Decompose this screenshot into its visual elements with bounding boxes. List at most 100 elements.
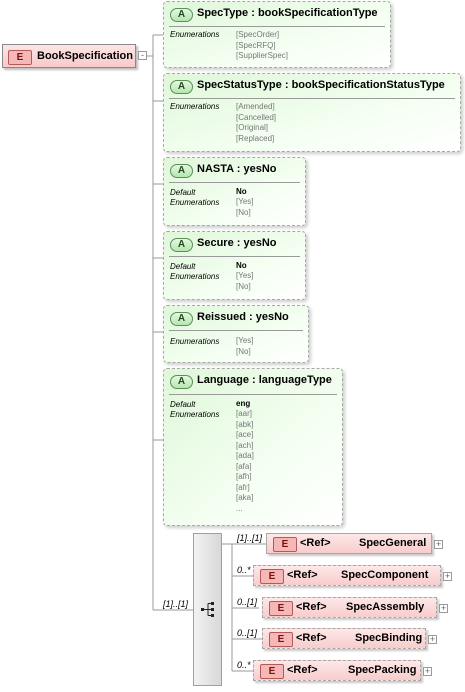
enumerations-label: Enumerations (170, 337, 220, 346)
enum-value: [Yes] (236, 197, 254, 206)
enumeration-list: [aar] [abk] [ace] [ach] [ada] [afa] [afh… (236, 409, 254, 514)
enumeration-list: [Yes] [No] (236, 271, 254, 292)
sequence-icon (201, 602, 214, 617)
element-badge: E (260, 569, 284, 584)
ref-occurrence: [1]..[1] (237, 533, 263, 543)
enum-value: [ach] (236, 440, 254, 450)
enum-value: [SpecRFQ] (236, 40, 276, 50)
default-value: No (236, 261, 247, 270)
attribute-type: yesNo (243, 163, 277, 175)
enum-value: [Original] (236, 123, 269, 132)
attribute-badge: A (170, 238, 193, 252)
enumeration-list: [Yes] [No] (236, 336, 254, 357)
ref-element-specbinding[interactable]: E <Ref> SpecBinding (262, 628, 426, 649)
ref-occurrence: 0..[1] (237, 628, 258, 638)
enum-value: [ace] (236, 430, 254, 439)
enumerations-label: Enumerations (170, 30, 220, 39)
attribute-type: yesNo (255, 311, 289, 323)
attribute-title: Reissued : yesNo (197, 311, 289, 323)
attribute-divider (169, 256, 300, 257)
attribute-divider (169, 330, 303, 331)
attribute-name: Reissued (197, 311, 246, 323)
attribute-box-specstatustype[interactable]: A SpecStatusType : bookSpecificationStat… (163, 73, 461, 152)
attribute-name: NASTA (197, 163, 234, 175)
root-element-box[interactable]: E BookSpecification (2, 44, 136, 68)
default-label: Default (170, 262, 196, 271)
ref-name: SpecComponent (341, 569, 429, 581)
name-type-separator: : (236, 237, 241, 249)
attribute-box-spectype[interactable]: A SpecType : bookSpecificationType Enume… (163, 1, 391, 68)
default-label: Default (170, 188, 196, 197)
default-label: Default (170, 400, 196, 409)
enum-value: [Replaced] (236, 133, 275, 143)
attribute-badge: A (170, 375, 193, 389)
enum-value: [No] (236, 207, 251, 217)
sequence-compositor[interactable] (193, 533, 222, 686)
attribute-divider (169, 182, 300, 183)
ref-tag: <Ref> (296, 632, 327, 644)
attribute-name: SpecStatusType (197, 79, 282, 91)
expand-icon[interactable]: + (428, 634, 437, 644)
expand-icon[interactable]: + (439, 603, 448, 613)
ref-occurrence: 0..[1] (237, 597, 258, 607)
default-value: No (236, 187, 247, 196)
name-type-separator: : (236, 163, 241, 175)
ref-occurrence: 0..* (237, 660, 251, 670)
element-badge: E (273, 537, 297, 552)
ref-tag: <Ref> (287, 664, 318, 676)
enumerations-label: Enumerations (170, 198, 220, 207)
attribute-title: SpecStatusType : bookSpecificationStatus… (197, 79, 445, 91)
enum-value: [abk] (236, 419, 254, 429)
ref-element-specgeneral[interactable]: E <Ref> SpecGeneral (266, 533, 432, 554)
ref-name: SpecGeneral (359, 537, 427, 549)
enum-value: [Cancelled] (236, 112, 277, 122)
element-badge: E (260, 664, 284, 679)
attribute-box-reissued[interactable]: A Reissued : yesNo Enumerations [Yes] [N… (163, 305, 309, 363)
ref-tag: <Ref> (296, 601, 327, 613)
attribute-title: Language : languageType (197, 374, 332, 386)
ref-element-speccomponent[interactable]: E <Ref> SpecComponent (253, 565, 441, 586)
ref-name: SpecAssembly (346, 601, 425, 613)
attribute-box-nasta[interactable]: A NASTA : yesNo Default No Enumerations … (163, 157, 306, 226)
default-value: eng (236, 399, 251, 408)
attribute-type: bookSpecificationType (257, 7, 378, 19)
element-badge: E (269, 601, 293, 616)
ref-element-specassembly[interactable]: E <Ref> SpecAssembly (262, 597, 437, 618)
enum-value: [aka] (236, 493, 254, 502)
attribute-type: yesNo (243, 237, 277, 249)
attribute-name: SpecType (197, 7, 249, 19)
sequence-occurrence: [1]..[1] (163, 599, 189, 609)
name-type-separator: : (248, 311, 253, 323)
ref-tag: <Ref> (287, 569, 318, 581)
element-badge: E (269, 632, 293, 647)
enum-value: [Amended] (236, 102, 275, 111)
expand-icon[interactable]: + (434, 539, 443, 549)
attribute-badge: A (170, 312, 193, 326)
enum-ellipsis: ... (236, 503, 243, 513)
enumerations-label: Enumerations (170, 102, 220, 111)
ref-name: SpecPacking (348, 664, 417, 676)
enum-value: [No] (236, 281, 251, 291)
enumerations-label: Enumerations (170, 410, 220, 419)
attribute-title: NASTA : yesNo (197, 163, 277, 175)
attribute-title: Secure : yesNo (197, 237, 277, 249)
enum-value: [aar] (236, 409, 253, 418)
root-element-name: BookSpecification (37, 50, 133, 62)
element-badge: E (8, 50, 32, 65)
expand-icon[interactable]: + (423, 666, 432, 676)
collapse-icon[interactable]: - (138, 51, 147, 60)
attribute-box-secure[interactable]: A Secure : yesNo Default No Enumerations… (163, 231, 306, 300)
attribute-badge: A (170, 164, 193, 178)
enumeration-list: [SpecOrder] [SpecRFQ] [SupplierSpec] (236, 30, 288, 62)
expand-icon[interactable]: + (443, 571, 452, 581)
attribute-name: Language (197, 374, 249, 386)
enum-value: [Yes] (236, 271, 254, 280)
ref-element-specpacking[interactable]: E <Ref> SpecPacking (253, 660, 421, 681)
attribute-box-language[interactable]: A Language : languageType Default eng En… (163, 368, 343, 526)
enum-value: [SupplierSpec] (236, 51, 289, 60)
ref-name: SpecBinding (355, 632, 423, 644)
name-type-separator: : (284, 79, 289, 91)
enum-value: [ada] (236, 451, 254, 460)
attribute-divider (169, 394, 337, 395)
